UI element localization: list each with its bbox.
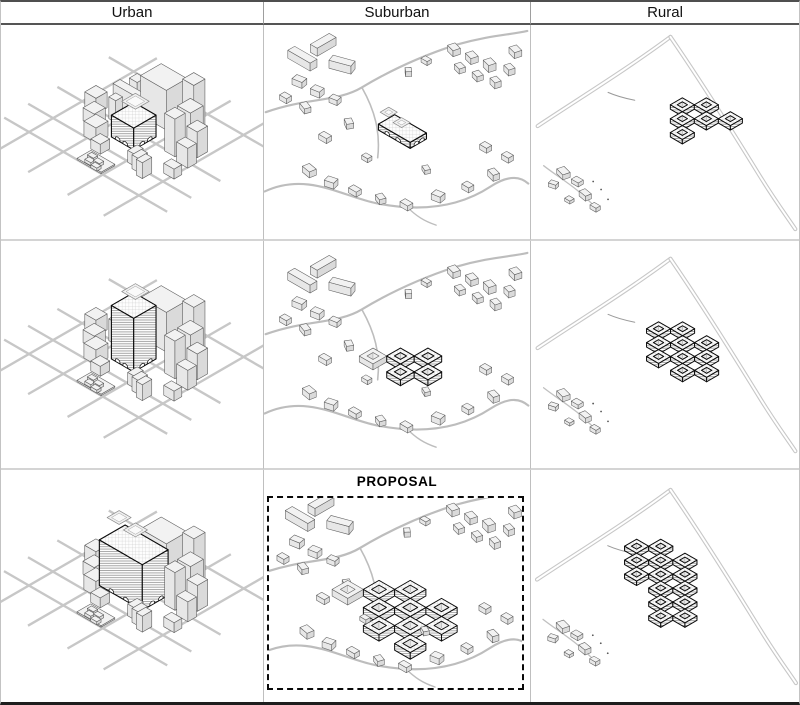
illustration-rural-large: [534, 487, 799, 686]
cell-suburban-row3-proposal: PROPOSAL: [264, 470, 531, 702]
proposal-dashed-box: [267, 496, 524, 690]
illustration-urban-medium: [1, 278, 263, 439]
cell-rural-row2: [531, 241, 799, 470]
illustration-urban-large: [1, 509, 263, 671]
cell-urban-row3: [1, 470, 264, 702]
column-header-rural: Rural: [531, 2, 799, 25]
column-header-urban-label: Urban: [111, 4, 153, 21]
cell-rural-row3: [531, 470, 799, 702]
cell-suburban-row1: [264, 25, 531, 241]
cell-urban-row1: [1, 25, 264, 241]
illustration-rural-small: [535, 34, 798, 232]
column-header-urban: Urban: [1, 2, 264, 25]
illustration-rural-medium: [535, 256, 798, 454]
cell-urban-row2: [1, 241, 264, 470]
illustration-suburban-proposal: [269, 498, 522, 688]
column-header-suburban-label: Suburban: [364, 4, 430, 21]
illustration-urban-small: [1, 56, 263, 217]
illustration-suburban-medium: [264, 251, 530, 448]
proposal-label: PROPOSAL: [356, 474, 438, 489]
illustration-suburban-small: [264, 29, 530, 226]
column-header-rural-label: Rural: [647, 4, 683, 21]
cell-suburban-row2: [264, 241, 531, 470]
column-header-suburban: Suburban: [264, 2, 531, 25]
cell-rural-row1: [531, 25, 799, 241]
